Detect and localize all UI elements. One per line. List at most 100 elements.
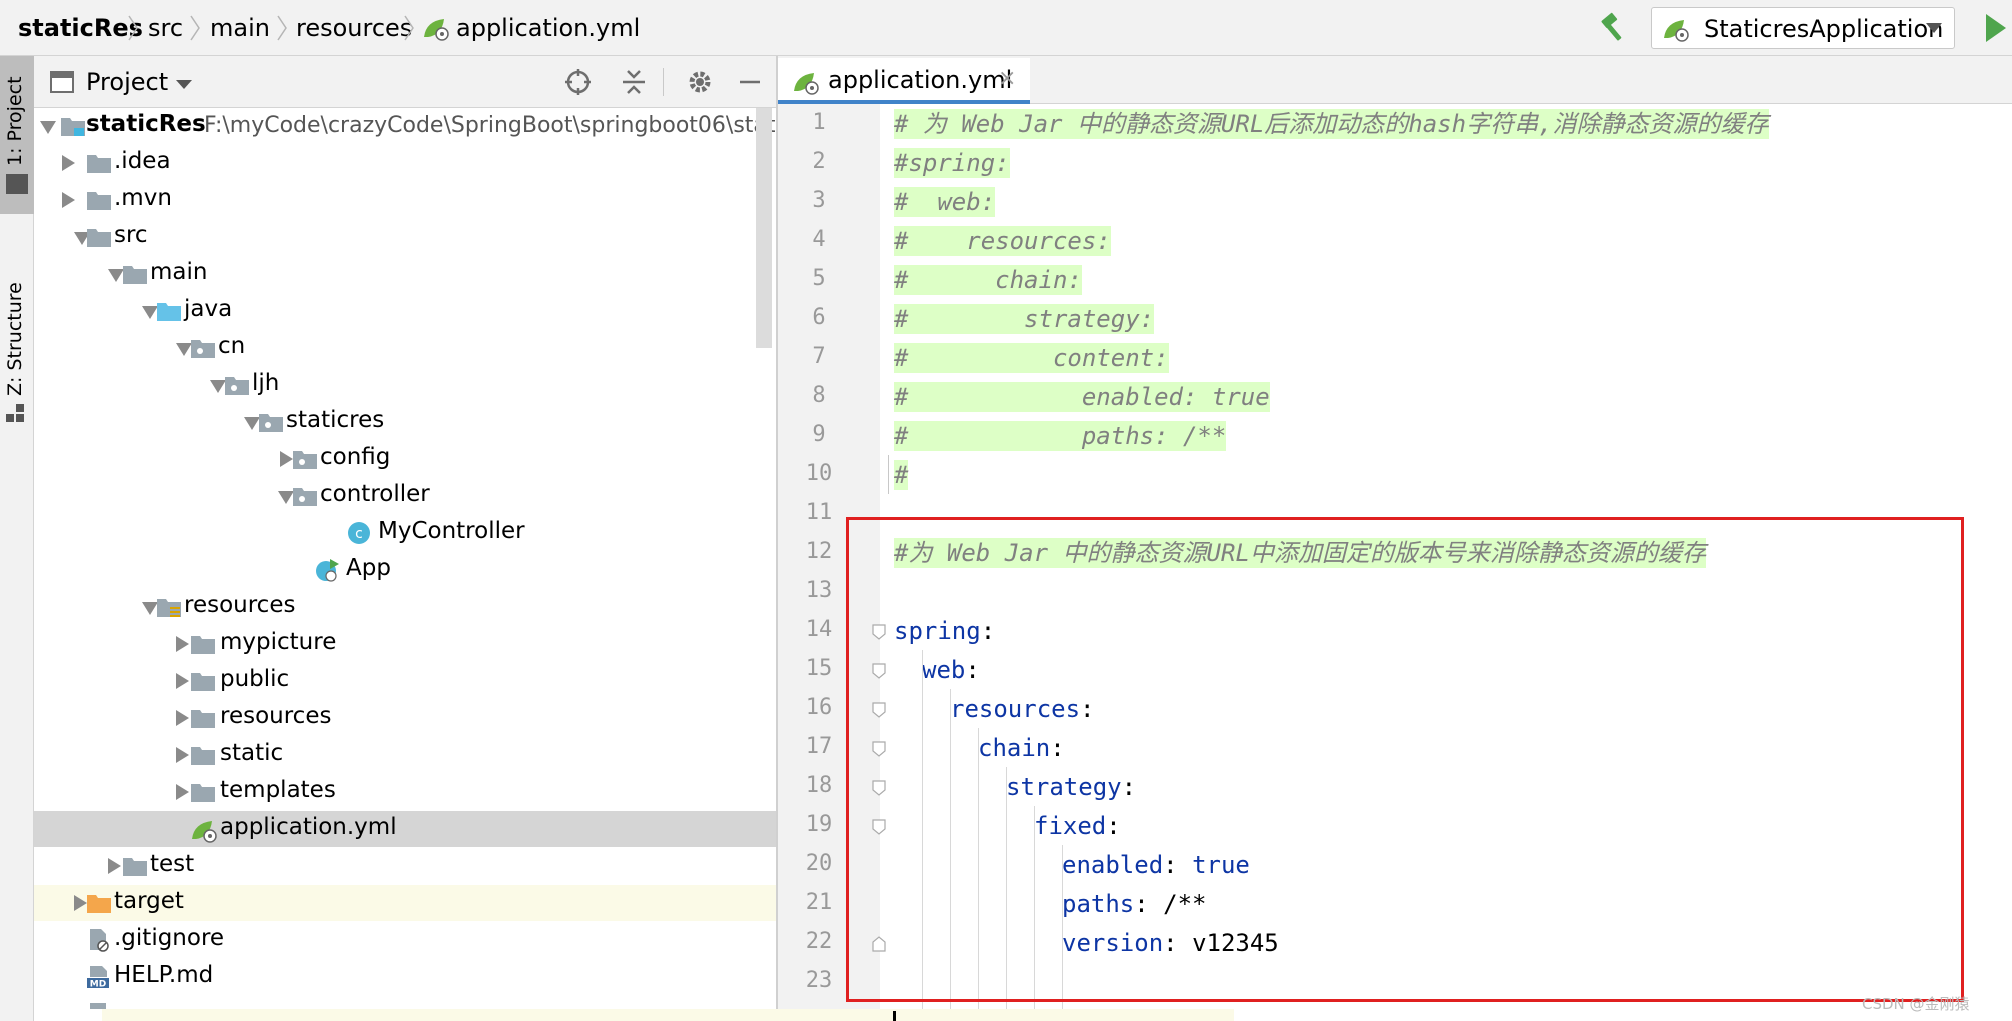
collapse-arrow-icon[interactable] [108, 858, 121, 874]
collapse-arrow-icon[interactable] [176, 710, 189, 726]
fold-end-marker-icon[interactable] [872, 936, 886, 952]
fold-marker-icon[interactable] [872, 663, 886, 679]
fold-marker-icon[interactable] [872, 624, 886, 640]
spring-yaml-file-icon [792, 69, 820, 95]
line-number: 11 [805, 500, 833, 525]
spring-boot-app-icon [1662, 16, 1690, 42]
yaml-value: v12345 [1192, 929, 1279, 957]
indent-guide [922, 650, 923, 1021]
collapse-arrow-icon[interactable] [176, 673, 189, 689]
tree-row[interactable]: .gitignore [34, 922, 777, 958]
breadcrumb-src[interactable]: src [148, 14, 184, 42]
collapse-arrow-icon[interactable] [176, 636, 189, 652]
code-area[interactable]: 1# 为 Web Jar 中的静态资源URL后添加动态的hash字符串,消除静态… [778, 104, 2012, 1021]
code-line: 2#spring: [778, 143, 2012, 182]
expand-arrow-icon[interactable] [142, 602, 158, 615]
close-icon[interactable]: × [998, 66, 1017, 91]
collapse-all-icon[interactable] [620, 68, 648, 96]
package-folder-icon [258, 410, 284, 434]
run-configuration-label: StaticresApplication [1704, 15, 1944, 43]
tree-row-selected[interactable]: application.yml [34, 811, 777, 847]
tree-row[interactable]: resources [34, 589, 777, 625]
tree-row[interactable]: src [34, 219, 777, 255]
expand-arrow-icon[interactable] [142, 306, 158, 319]
collapse-arrow-icon[interactable] [176, 784, 189, 800]
yaml-colon: : [1134, 890, 1164, 918]
tree-row[interactable]: controller [34, 478, 777, 514]
build-hammer-icon[interactable] [1598, 12, 1630, 44]
fold-marker-icon[interactable] [872, 741, 886, 757]
expand-arrow-icon[interactable] [244, 417, 260, 430]
project-panel: Project staticRes F:\myCode\crazyCode\Sp… [34, 56, 777, 1021]
code-line: 6# strategy: [778, 299, 2012, 338]
locate-crosshair-icon[interactable] [564, 68, 592, 96]
project-scrollbar[interactable] [756, 108, 772, 348]
tree-label: .gitignore [114, 925, 225, 951]
yaml-key: strategy [1006, 773, 1122, 801]
fold-marker-icon[interactable] [872, 702, 886, 718]
spring-boot-class-icon [314, 558, 340, 582]
collapse-arrow-icon[interactable] [280, 451, 293, 467]
tree-row[interactable]: MD HELP.md [34, 959, 777, 995]
tree-row[interactable]: ljh [34, 367, 777, 403]
tree-row[interactable]: .idea [34, 145, 777, 181]
tree-row[interactable]: target [34, 885, 777, 921]
tree-row[interactable]: config [34, 441, 777, 477]
folder-icon [190, 780, 216, 804]
code-text: #spring: [894, 148, 1010, 178]
expand-arrow-icon[interactable] [40, 121, 56, 134]
gear-icon[interactable] [686, 68, 714, 96]
tab-application-yml[interactable]: application.yml × [778, 58, 1030, 104]
expand-arrow-icon[interactable] [108, 269, 124, 282]
tree-row[interactable]: public [34, 663, 777, 699]
spring-yaml-file-icon [190, 817, 217, 843]
run-configuration-select[interactable]: StaticresApplication [1651, 7, 1955, 49]
collapse-arrow-icon[interactable] [176, 747, 189, 763]
fold-marker-icon[interactable] [872, 780, 886, 796]
tree-row[interactable]: mypicture [34, 626, 777, 662]
tree-row[interactable]: cn [34, 330, 777, 366]
folder-icon [86, 225, 112, 249]
tree-row[interactable]: c MyController [34, 515, 777, 551]
minimize-icon[interactable] [736, 68, 764, 96]
tree-label: target [114, 888, 184, 914]
tree-root-row[interactable]: staticRes F:\myCode\crazyCode\SpringBoot… [34, 108, 777, 144]
tree-row[interactable]: main [34, 256, 777, 292]
project-view-title[interactable]: Project [86, 68, 169, 96]
tree-row-partial[interactable] [34, 996, 777, 1021]
tool-tab-structure[interactable]: Z: Structure [0, 226, 34, 426]
tree-row[interactable]: static [34, 737, 777, 773]
tree-row[interactable]: .mvn [34, 182, 777, 218]
expand-arrow-icon[interactable] [74, 232, 90, 245]
line-number: 8 [812, 383, 826, 408]
fold-marker-icon[interactable] [872, 819, 886, 835]
tree-row[interactable]: test [34, 848, 777, 884]
tool-tab-project[interactable]: 1: Project [0, 56, 34, 214]
code-text: # [894, 460, 909, 490]
java-class-icon: c [346, 521, 372, 545]
yaml-colon: : [1163, 929, 1193, 957]
breadcrumb-project[interactable]: staticRes [18, 14, 143, 42]
collapse-arrow-icon[interactable] [74, 895, 87, 911]
code-text: # web: [894, 187, 996, 217]
pane-divider[interactable] [776, 56, 778, 1021]
expand-arrow-icon[interactable] [210, 380, 226, 393]
tree-row[interactable]: staticres [34, 404, 777, 440]
tree-row[interactable]: java [34, 293, 777, 329]
breadcrumb-file[interactable]: application.yml [456, 14, 641, 42]
code-text: # chain: [894, 265, 1082, 295]
expand-arrow-icon[interactable] [176, 343, 192, 356]
tree-row[interactable]: templates [34, 774, 777, 810]
run-play-icon[interactable] [1986, 14, 2006, 42]
collapse-arrow-icon[interactable] [62, 192, 75, 208]
tree-row[interactable]: resources [34, 700, 777, 736]
tree-row[interactable]: App [34, 552, 777, 588]
yaml-key: paths [1062, 890, 1135, 918]
expand-arrow-icon[interactable] [278, 491, 294, 504]
line-number: 21 [805, 890, 833, 915]
collapse-arrow-icon[interactable] [62, 155, 75, 171]
breadcrumb-resources[interactable]: resources [296, 14, 413, 42]
chevron-down-icon[interactable] [176, 80, 192, 89]
folder-icon [190, 632, 216, 656]
breadcrumb-main[interactable]: main [210, 14, 270, 42]
